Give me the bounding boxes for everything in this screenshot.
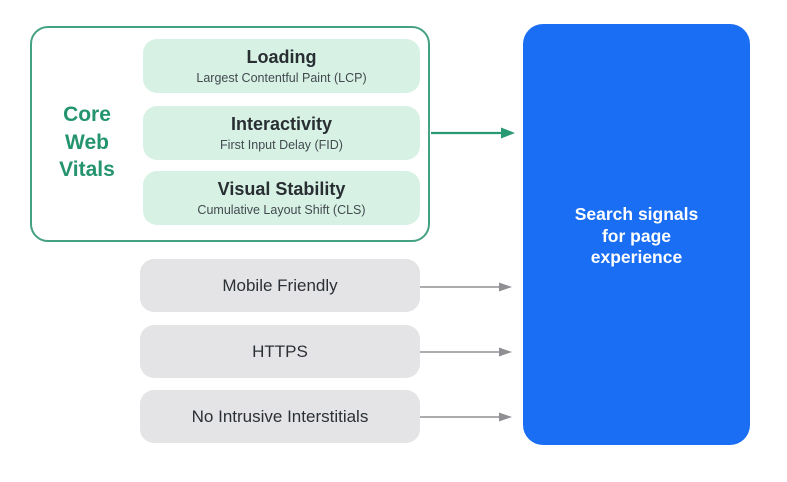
green-arrow-icon — [431, 127, 515, 139]
mobile-friendly-pill: Mobile Friendly — [140, 259, 420, 312]
loading-subtitle: Largest Contentful Paint (LCP) — [196, 70, 367, 85]
interactivity-pill: Interactivity First Input Delay (FID) — [143, 106, 420, 160]
search-signals-box: Search signals for page experience — [523, 24, 750, 445]
loading-title: Loading — [246, 47, 317, 68]
no-intrusive-interstitials-pill: No Intrusive Interstitials — [140, 390, 420, 443]
interactivity-subtitle: First Input Delay (FID) — [220, 137, 343, 152]
loading-pill: Loading Largest Contentful Paint (LCP) — [143, 39, 420, 93]
core-web-vitals-label: Core Web Vitals — [59, 103, 115, 182]
visual-stability-subtitle: Cumulative Layout Shift (CLS) — [197, 202, 366, 217]
https-pill: HTTPS — [140, 325, 420, 378]
interactivity-title: Interactivity — [230, 114, 333, 135]
gray-arrow-icon — [420, 347, 512, 357]
visual-stability-title: Visual Stability — [217, 179, 346, 200]
gray-arrow-icon — [420, 282, 512, 292]
visual-stability-pill: Visual Stability Cumulative Layout Shift… — [143, 171, 420, 225]
search-signals-label: Search signals for page experience — [574, 204, 699, 268]
gray-arrow-icon — [420, 412, 512, 422]
